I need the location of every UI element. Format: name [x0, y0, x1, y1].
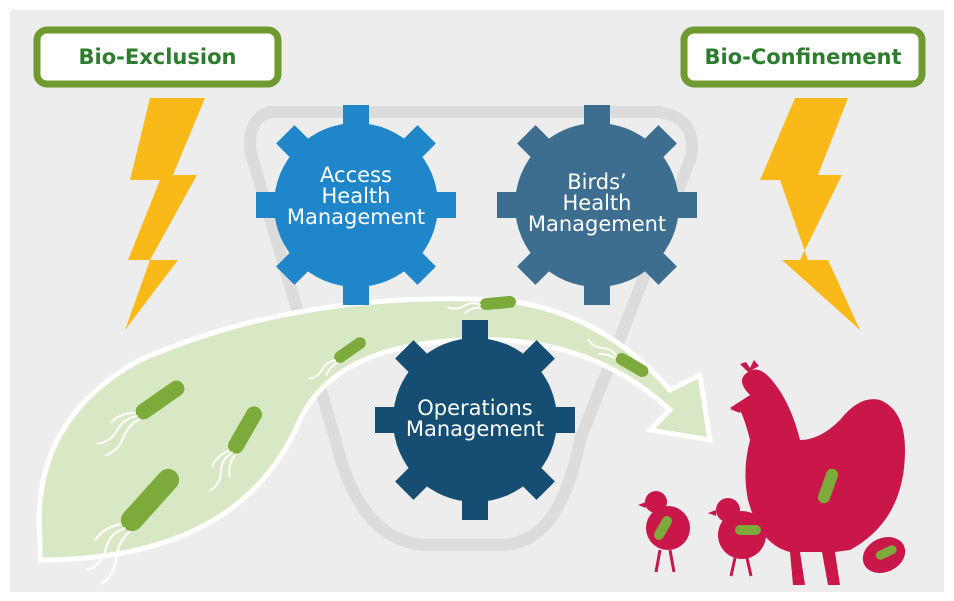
- bacterium-icon: [308, 337, 366, 380]
- bio-exclusion-label: Bio-Exclusion: [78, 45, 237, 69]
- gear-birds-line-3: Management: [527, 212, 667, 236]
- gear-operations-line-2: Management: [405, 417, 545, 441]
- bacterium-icon: [447, 295, 516, 314]
- bacterium-icon: [587, 339, 649, 377]
- bacterium-icon: [86, 468, 180, 585]
- flow-ribbon: [36, 296, 713, 563]
- gear-operations: [375, 320, 575, 520]
- bacteria-group: [86, 295, 649, 585]
- triangle-outline: [243, 106, 698, 551]
- bacterium-icon: [96, 380, 185, 457]
- gear-access: [256, 105, 456, 305]
- chicken-hen-icon: [730, 360, 905, 585]
- gear-access-line-1: Access: [320, 163, 392, 187]
- gear-birds-line-1: Birds’: [567, 170, 627, 194]
- chicken-bacteria-group: [654, 468, 897, 560]
- gear-access-label: Access Health Management: [286, 165, 426, 228]
- gear-birds-label: Birds’ Health Management: [522, 172, 672, 235]
- gear-birds: [497, 105, 697, 305]
- gear-birds-line-2: Health: [562, 191, 632, 215]
- bio-confinement-label: Bio-Confinement: [704, 45, 902, 69]
- gear-operations-line-1: Operations: [417, 396, 533, 420]
- gear-access-line-2: Health: [321, 184, 391, 208]
- bacterium-icon: [209, 406, 262, 492]
- gear-operations-label: Operations Management: [395, 398, 555, 440]
- lightning-bolt-right: [760, 98, 860, 330]
- bio-exclusion-box: [33, 26, 282, 88]
- gear-access-line-3: Management: [286, 205, 426, 229]
- lightning-bolt-left: [125, 98, 205, 330]
- bio-confinement-box: [680, 26, 926, 88]
